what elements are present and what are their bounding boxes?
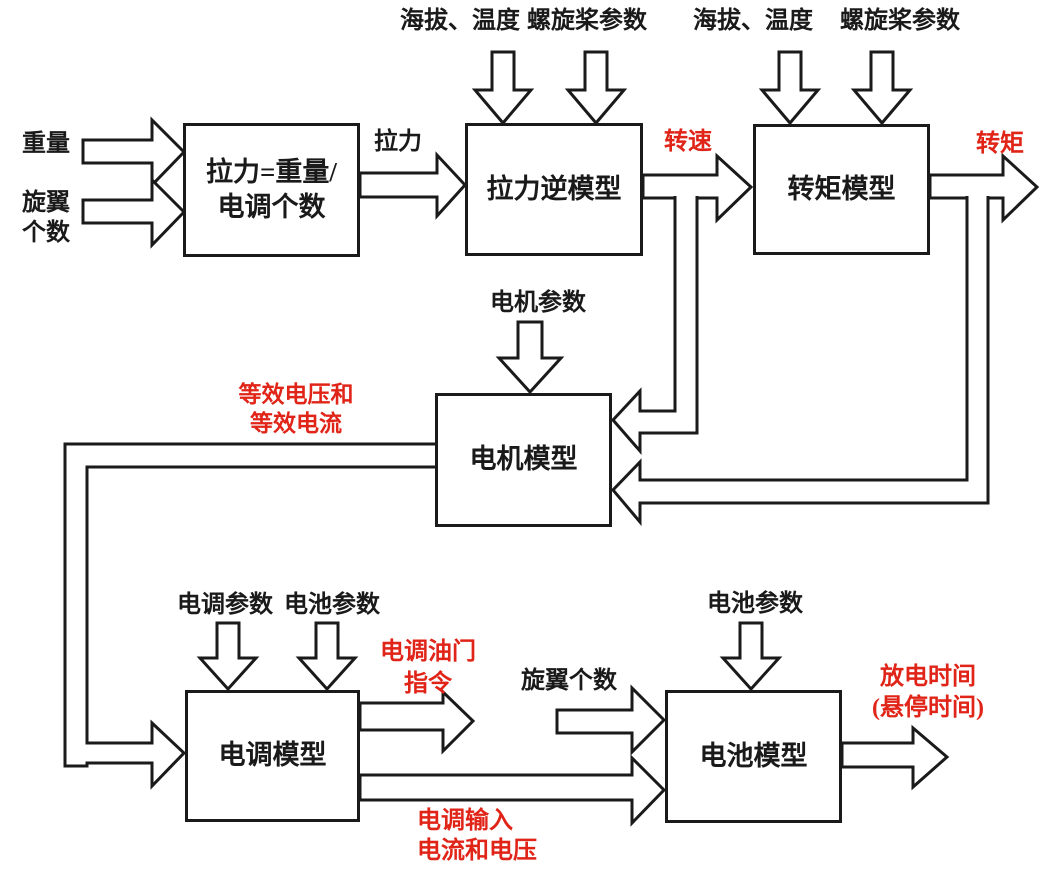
label-equivalent-vi-signal: 等效电压和 等效电流 bbox=[238, 382, 354, 436]
label-rpm-signal: 转速 bbox=[664, 129, 712, 155]
arrow-esc-input-vi-to-battery-icon bbox=[358, 754, 667, 827]
arrow-esc-throttle-output-icon bbox=[358, 688, 476, 755]
label-motor-params: 电机参数 bbox=[490, 290, 586, 316]
arrow-altitude-temp-1-icon bbox=[471, 50, 535, 126]
label-altitude-temp-2: 海拔、温度 bbox=[693, 8, 813, 34]
label-rotor-count-2: 旋翼个数 bbox=[521, 668, 617, 694]
arrow-esc-params-icon bbox=[196, 621, 260, 692]
block-motor-model: 电机模型 bbox=[435, 393, 612, 527]
label-prop-params-1: 螺旋桨参数 bbox=[527, 8, 647, 34]
label-rotor-count: 旋翼 个数 bbox=[22, 190, 70, 246]
label-esc-params: 电调参数 bbox=[177, 592, 273, 618]
arrow-battery-params-right-icon bbox=[719, 621, 783, 692]
arrow-torque-output-icon bbox=[928, 152, 1040, 224]
connector-rpm-to-motor bbox=[610, 196, 699, 456]
arrow-altitude-temp-2-icon bbox=[758, 50, 822, 126]
label-prop-params-2: 螺旋桨参数 bbox=[840, 8, 960, 34]
connector-equivalent-vi-to-esc bbox=[63, 442, 435, 790]
label-esc-throttle-signal: 电调油门 指令 bbox=[380, 639, 476, 698]
label-thrust-signal: 拉力 bbox=[374, 129, 422, 155]
label-battery-params-right: 电池参数 bbox=[707, 591, 803, 617]
block-battery-model: 电池模型 bbox=[665, 690, 842, 823]
label-torque-signal: 转矩 bbox=[976, 131, 1024, 157]
arrow-weight-input-icon bbox=[81, 116, 187, 189]
arrow-rpm-icon bbox=[641, 152, 754, 224]
label-battery-params-left: 电池参数 bbox=[284, 592, 380, 618]
label-weight: 重量 bbox=[22, 131, 70, 157]
block-thrust-calc: 拉力=重量/ 电调个数 bbox=[183, 123, 360, 257]
arrow-discharge-time-output-icon bbox=[840, 724, 950, 791]
arrow-battery-params-left-icon bbox=[295, 621, 359, 692]
arrow-rotor-count-input-icon bbox=[81, 176, 187, 249]
arrow-prop-params-2-icon bbox=[850, 50, 914, 126]
arrow-rotor-count-2-icon bbox=[555, 684, 667, 756]
block-torque-model: 转矩模型 bbox=[753, 124, 930, 255]
arrow-prop-params-1-icon bbox=[564, 50, 628, 126]
label-esc-input-vi-signal: 电调输入 电流和电压 bbox=[417, 808, 537, 864]
arrow-motor-params-icon bbox=[495, 320, 565, 395]
label-discharge-time-signal: 放电时间 (悬停时间) bbox=[872, 664, 984, 722]
label-altitude-temp-1: 海拔、温度 bbox=[400, 8, 520, 34]
connector-torque-to-motor bbox=[610, 196, 990, 527]
block-thrust-inverse-model: 拉力逆模型 bbox=[465, 123, 643, 256]
block-esc-model: 电调模型 bbox=[185, 690, 360, 822]
arrow-thrust-icon bbox=[358, 151, 468, 220]
